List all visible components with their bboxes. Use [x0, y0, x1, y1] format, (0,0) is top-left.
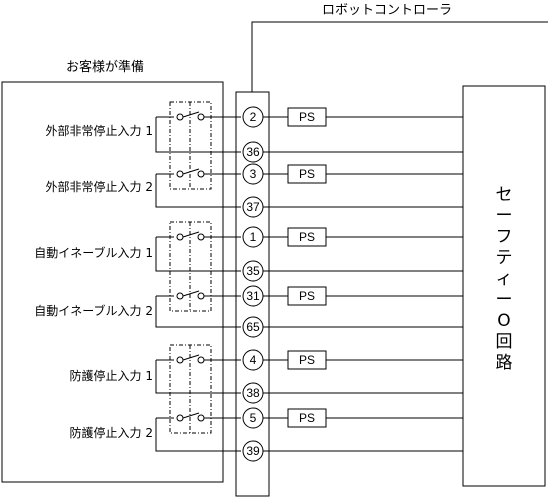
- input-wire-bottom: [155, 174, 241, 208]
- customer-label: お客様が準備: [66, 59, 144, 75]
- contact-terminal: [176, 356, 184, 364]
- controller-label: ロボットコントローラ: [322, 3, 452, 18]
- ps-label: PS: [299, 411, 315, 425]
- ps-label: PS: [299, 167, 315, 181]
- terminal-number: 5: [250, 411, 257, 425]
- contact-blade: [182, 111, 200, 118]
- input-wire-bottom: [155, 360, 241, 394]
- safety-circuit-char: ー: [496, 206, 513, 226]
- terminal-number: 38: [246, 386, 260, 400]
- input-label: 自動イネーブル入力 2: [34, 303, 153, 318]
- contact-terminal: [197, 113, 205, 121]
- contact-terminal: [197, 414, 205, 422]
- safety-circuit-char: セ: [496, 185, 513, 205]
- contact-terminal: [176, 170, 184, 178]
- input-label: 自動イネーブル入力 1: [34, 245, 153, 260]
- contact-terminal: [197, 292, 205, 300]
- contact-terminal: [176, 113, 184, 121]
- safety-circuit-char: フ: [496, 227, 513, 247]
- terminal-number: 35: [246, 264, 260, 278]
- terminal-number: 1: [250, 230, 257, 244]
- terminal-number: 31: [246, 289, 260, 303]
- safety-circuit-char: テ: [496, 248, 513, 268]
- controller-lead: [251, 21, 548, 92]
- contact-terminal: [197, 170, 205, 178]
- input-label: 防護停止入力 2: [70, 425, 153, 440]
- contact-blade: [182, 168, 200, 175]
- ps-label: PS: [299, 289, 315, 303]
- contact-blade: [182, 290, 200, 297]
- safety-circuit-box: [462, 85, 546, 487]
- contact-terminal: [197, 356, 205, 364]
- terminal-number: 2: [250, 110, 257, 124]
- input-label: 防護停止入力 1: [70, 368, 153, 383]
- input-wire-bottom: [155, 237, 241, 272]
- safety-circuit-char: 回: [496, 332, 513, 352]
- terminal-number: 37: [246, 200, 260, 214]
- terminal-number: 65: [246, 320, 260, 334]
- customer-box: [1, 81, 224, 483]
- contact-terminal: [197, 233, 205, 241]
- safety-circuit-char: 路: [496, 353, 513, 373]
- input-wire-bottom: [155, 117, 241, 153]
- safety-circuit-label: セ ー フ テ ィ ー O 回 路: [496, 185, 513, 373]
- contact-blade: [182, 354, 200, 361]
- input-wire-bottom: [155, 296, 241, 328]
- terminal-number: 3: [250, 167, 257, 181]
- terminal-number: 39: [246, 444, 260, 458]
- ps-label: PS: [299, 353, 315, 367]
- input-label: 外部非常停止入力 1: [46, 123, 153, 138]
- contact-terminal: [176, 414, 184, 422]
- input-label: 外部非常停止入力 2: [46, 179, 153, 194]
- contact-terminal: [176, 233, 184, 241]
- terminal-number: 4: [250, 353, 257, 367]
- safety-circuit-char: ィ: [496, 269, 513, 289]
- contact-blade: [182, 231, 200, 238]
- contact-terminal: [176, 292, 184, 300]
- safety-circuit-char: O: [497, 311, 510, 331]
- terminal-number: 36: [246, 145, 260, 159]
- safety-circuit-char: ー: [496, 290, 513, 310]
- contact-blade: [182, 412, 200, 419]
- ps-label: PS: [299, 230, 315, 244]
- ps-label: PS: [299, 110, 315, 124]
- input-wire-bottom: [155, 418, 241, 452]
